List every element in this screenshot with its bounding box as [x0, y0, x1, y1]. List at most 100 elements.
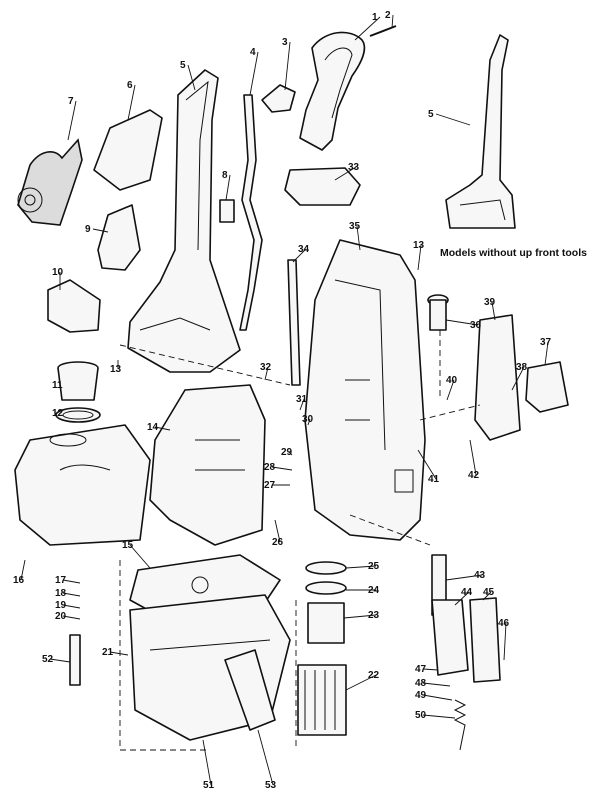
leader-line-6 [127, 84, 136, 121]
part-8-latch [219, 199, 235, 223]
callout-19: 19 [55, 600, 67, 611]
part-16-clean-tank [14, 424, 151, 546]
leader-line-18 [62, 592, 81, 597]
leader-line-23 [343, 614, 377, 619]
callout-30: 30 [302, 414, 314, 425]
leader-line-42 [469, 439, 477, 476]
leader-line-50 [422, 714, 456, 719]
callout-10: 10 [52, 267, 64, 278]
callout-5: 5 [180, 60, 186, 71]
callout-13: 13 [413, 240, 425, 251]
part-33-tool-rack [284, 167, 361, 206]
leader-line-43 [445, 574, 483, 581]
callout-5: 5 [428, 109, 434, 120]
part-37-tool [525, 361, 569, 413]
callout-37: 37 [540, 337, 552, 348]
models-note: Models without up front tools [440, 247, 587, 259]
part-4-rod [239, 94, 263, 331]
callout-11: 11 [52, 380, 63, 391]
callout-48: 48 [415, 678, 427, 689]
leader-line-9 [92, 228, 109, 233]
leader-line-19 [62, 604, 81, 609]
leader-line-51 [202, 739, 212, 786]
callout-35: 35 [349, 221, 361, 232]
callout-46: 46 [498, 618, 510, 629]
part-6-tank-cover [93, 109, 163, 191]
callout-6: 6 [127, 80, 133, 91]
leader-line-1 [354, 16, 381, 41]
callout-28: 28 [264, 462, 276, 473]
leader-line-44 [454, 591, 470, 606]
callout-24: 24 [368, 585, 380, 596]
callout-36: 36 [470, 320, 482, 331]
callout-47: 47 [415, 664, 427, 675]
leader-line-13 [417, 244, 422, 271]
part-11-filter-cup [57, 361, 99, 401]
leader-line-15 [129, 544, 151, 569]
leader-line-21 [109, 651, 129, 656]
callout-1: 1 [372, 12, 378, 23]
leader-line-2 [391, 14, 394, 29]
callout-4: 4 [250, 47, 256, 58]
leader-line-47 [422, 668, 439, 671]
leader-line-30 [307, 418, 311, 426]
part-1-handle-grip [299, 31, 366, 151]
callout-38: 38 [516, 362, 528, 373]
leader-line-34 [292, 248, 307, 263]
callout-40: 40 [446, 375, 458, 386]
callout-34: 34 [298, 244, 310, 255]
part-35-main-body [304, 239, 426, 541]
part-45-pump-housing [469, 597, 501, 683]
callout-27: 27 [264, 480, 276, 491]
part-22-filter-screen [297, 664, 347, 736]
part-5-alt-handle [445, 34, 516, 229]
callout-53: 53 [265, 780, 277, 791]
part-12-gasket [55, 407, 101, 423]
leader-line-8 [225, 174, 231, 201]
part-52-clip [69, 634, 81, 686]
leader-line-38 [511, 366, 525, 391]
callout-29: 29 [281, 447, 293, 458]
part-39-side-bracket [474, 314, 521, 441]
callout-26: 26 [272, 537, 284, 548]
part-50-pump-spring [453, 699, 467, 751]
leader-line-3 [284, 41, 291, 91]
part-36-valve [427, 294, 449, 331]
leader-line-32 [264, 366, 269, 381]
leader-line-29 [288, 451, 293, 456]
part-9-bracket [97, 204, 141, 271]
part-10-nozzle [47, 279, 101, 333]
leader-line-40 [446, 379, 455, 401]
callout-7: 7 [68, 96, 74, 107]
leader-line-41 [417, 449, 437, 480]
leader-line-31 [299, 398, 305, 411]
leader-line-26 [274, 519, 281, 543]
callout-52: 52 [42, 654, 54, 665]
leader-line-20 [62, 615, 81, 620]
leader-line-4 [249, 51, 259, 96]
callout-12: 12 [52, 408, 64, 419]
callout-2: 2 [385, 10, 391, 21]
callout-50: 50 [415, 710, 427, 721]
callout-51: 51 [203, 780, 215, 791]
leader-line-14 [154, 426, 171, 431]
leader-line-46 [503, 622, 507, 661]
callout-14: 14 [147, 422, 159, 433]
part-3-handle-clip [261, 84, 296, 113]
part-7-brush-motor [17, 138, 83, 226]
leader-line-25 [345, 565, 377, 569]
callout-17: 17 [55, 575, 67, 586]
callout-3: 3 [282, 37, 288, 48]
callout-42: 42 [468, 470, 480, 481]
callout-9: 9 [85, 224, 91, 235]
callout-8: 8 [222, 170, 228, 181]
leader-line-5 [187, 64, 196, 91]
part-34-bar [287, 259, 301, 386]
part-53-hose-adapter [224, 649, 276, 731]
part-44-pump-body [431, 599, 469, 676]
callout-39: 39 [484, 297, 496, 308]
callout-18: 18 [55, 588, 67, 599]
leader-line-33 [334, 166, 357, 181]
